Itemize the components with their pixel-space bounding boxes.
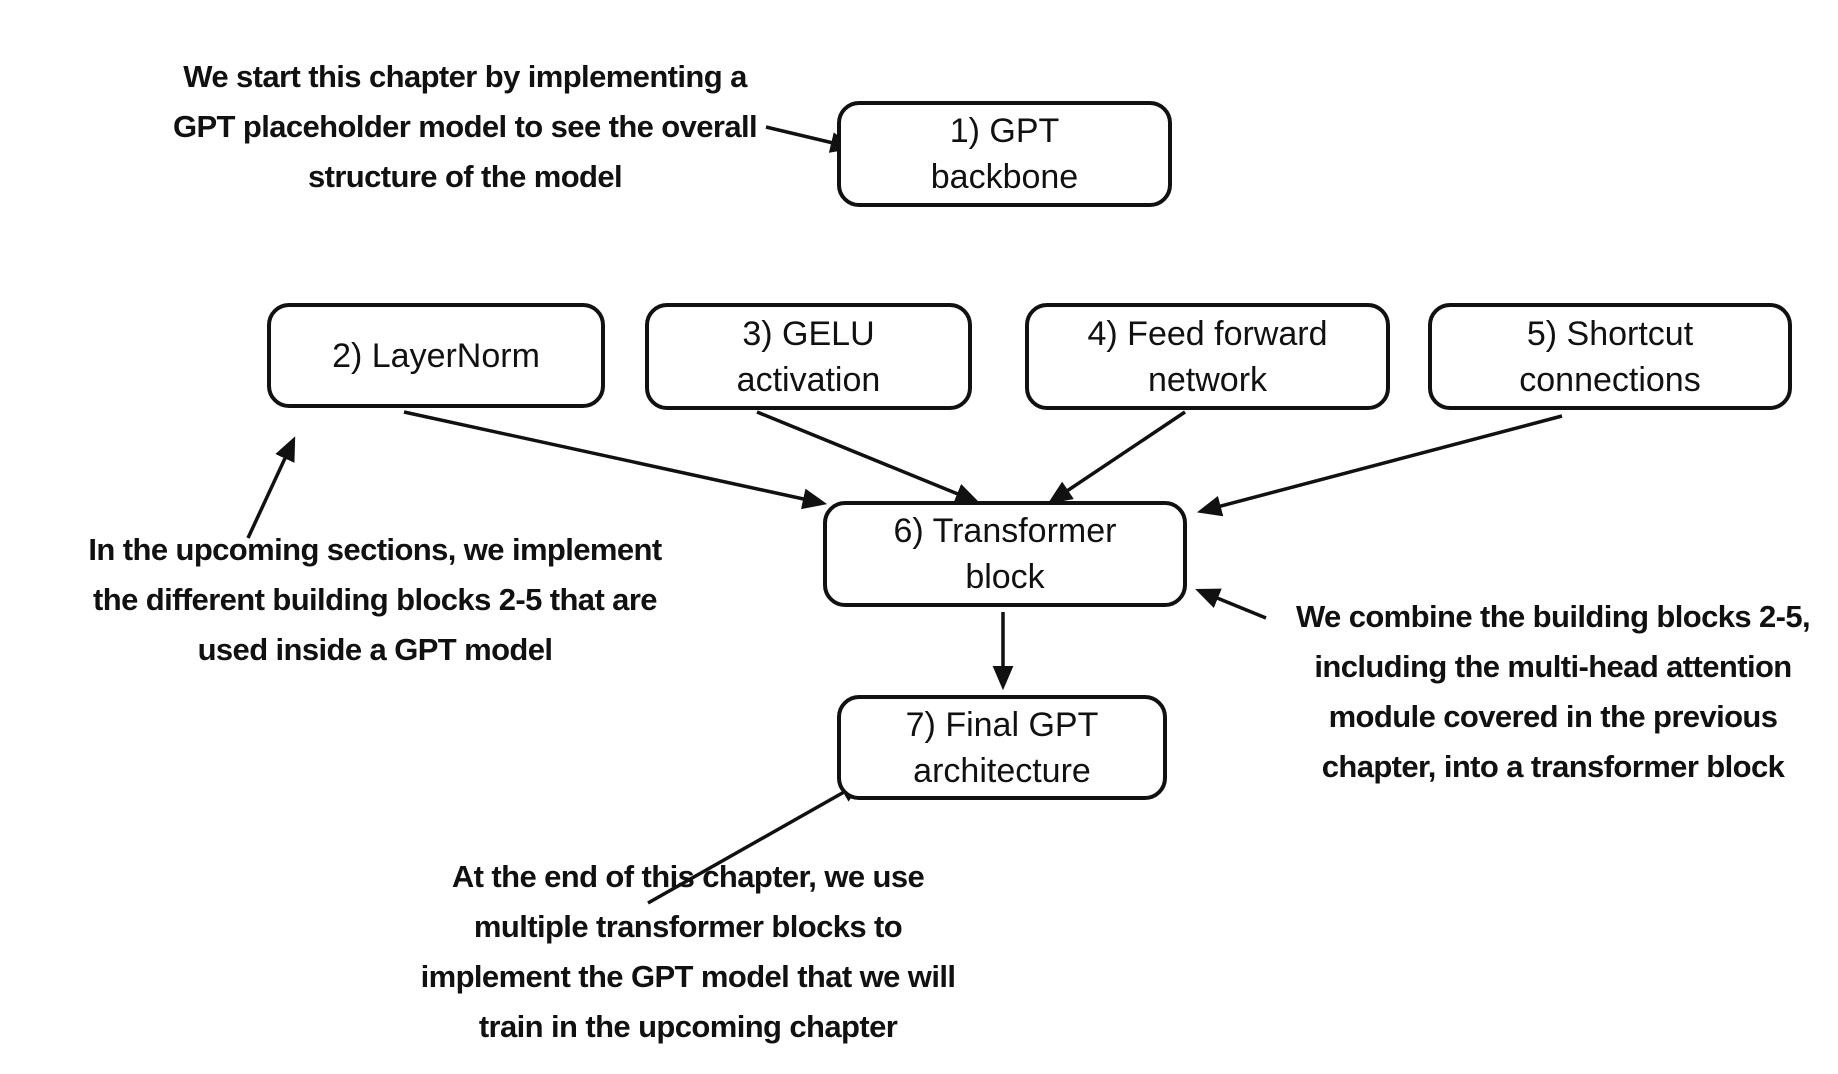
node-label-line: 7) Final GPT xyxy=(905,705,1099,744)
node-label-line: 5) Shortcut xyxy=(1526,314,1694,353)
annotation-line: including the multi-head attention xyxy=(1314,649,1792,684)
node-transformer-block: 6) Transformer block xyxy=(823,501,1187,607)
node-label-line: 2) LayerNorm xyxy=(332,336,540,375)
arrow-note-to-layernorm xyxy=(246,436,296,539)
node-label-line: 3) GELU xyxy=(742,314,875,353)
arrow-note-to-transformer xyxy=(1195,588,1267,620)
annotation-transformer-note: We combine the building blocks 2-5, incl… xyxy=(1273,592,1833,792)
annotation-line: We start this chapter by implementing a xyxy=(183,59,747,94)
node-label-line: 4) Feed forward xyxy=(1087,314,1328,353)
annotation-line: In the upcoming sections, we implement xyxy=(88,532,662,567)
node-label-line: 6) Transformer xyxy=(893,512,1117,550)
node-label-line: architecture xyxy=(913,751,1091,790)
node-label-line: connections xyxy=(1519,360,1701,399)
arrow-shortcut-to-transformer xyxy=(1196,414,1563,517)
annotation-line: used inside a GPT model xyxy=(197,632,553,667)
node-label-line: activation xyxy=(736,360,881,399)
annotation-line: At the end of this chapter, we use xyxy=(451,859,925,894)
annotation-line: train in the upcoming chapter xyxy=(478,1009,898,1044)
annotation-line: multiple transformer blocks to xyxy=(473,909,903,944)
node-label-line: 1) GPT xyxy=(949,112,1060,150)
node-label-line: block xyxy=(965,558,1045,596)
arrow-feed-forward-to-transformer xyxy=(1047,410,1186,504)
node-label-line: network xyxy=(1147,360,1268,399)
arrow-gelu-to-transformer xyxy=(756,410,980,504)
node-shortcut-connections: 5) Shortcut connections xyxy=(1428,303,1792,410)
annotation-line: module covered in the previous xyxy=(1328,699,1778,734)
node-feed-forward-network: 4) Feed forward network xyxy=(1025,303,1390,410)
annotation-line: structure of the model xyxy=(307,159,623,194)
annotation-line: GPT placeholder model to see the overall xyxy=(172,109,758,144)
arrow-layernorm-to-transformer xyxy=(403,410,828,510)
annotation-final-gpt-note: At the end of this chapter, we use multi… xyxy=(408,852,968,1052)
node-gpt-backbone: 1) GPT backbone xyxy=(837,101,1172,207)
annotation-gpt-backbone-note: We start this chapter by implementing a … xyxy=(165,52,765,202)
node-final-gpt-architecture: 7) Final GPT architecture xyxy=(837,695,1167,800)
annotation-line: chapter, into a transformer block xyxy=(1321,749,1785,784)
annotation-line: implement the GPT model that we will xyxy=(420,959,956,994)
annotation-line: We combine the building blocks 2-5, xyxy=(1295,599,1811,634)
annotation-line: the different building blocks 2-5 that a… xyxy=(93,582,657,617)
node-gelu-activation: 3) GELU activation xyxy=(645,303,972,410)
node-layernorm: 2) LayerNorm xyxy=(267,303,605,408)
annotation-building-blocks-note: In the upcoming sections, we implement t… xyxy=(75,525,675,675)
node-label-line: backbone xyxy=(930,158,1079,196)
